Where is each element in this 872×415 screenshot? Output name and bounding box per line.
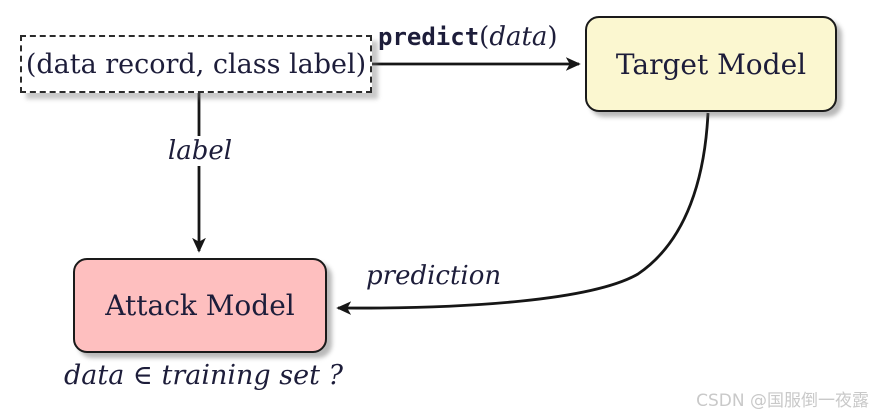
predict-fn: predict <box>378 23 480 51</box>
watermark: CSDN @国服倒一夜露 <box>696 391 869 411</box>
attack-model-label: Attack Model <box>105 289 295 322</box>
attack-model-node: Attack Model <box>73 258 327 353</box>
membership-question: data ∈ training set ? <box>64 360 343 391</box>
data-record-node: (data record, class label) <box>20 35 372 93</box>
data-record-label: (data record, class label) <box>25 48 367 80</box>
predict-close-paren: ) <box>547 22 558 52</box>
predict-edge-label: predict(data) <box>378 22 558 52</box>
target-model-node: Target Model <box>585 16 837 112</box>
prediction-edge-label: prediction <box>366 261 502 291</box>
label-edge-label: label <box>159 136 241 166</box>
predict-arg: data <box>489 22 548 52</box>
predict-open-paren: ( <box>479 22 490 52</box>
target-model-label: Target Model <box>615 47 807 81</box>
